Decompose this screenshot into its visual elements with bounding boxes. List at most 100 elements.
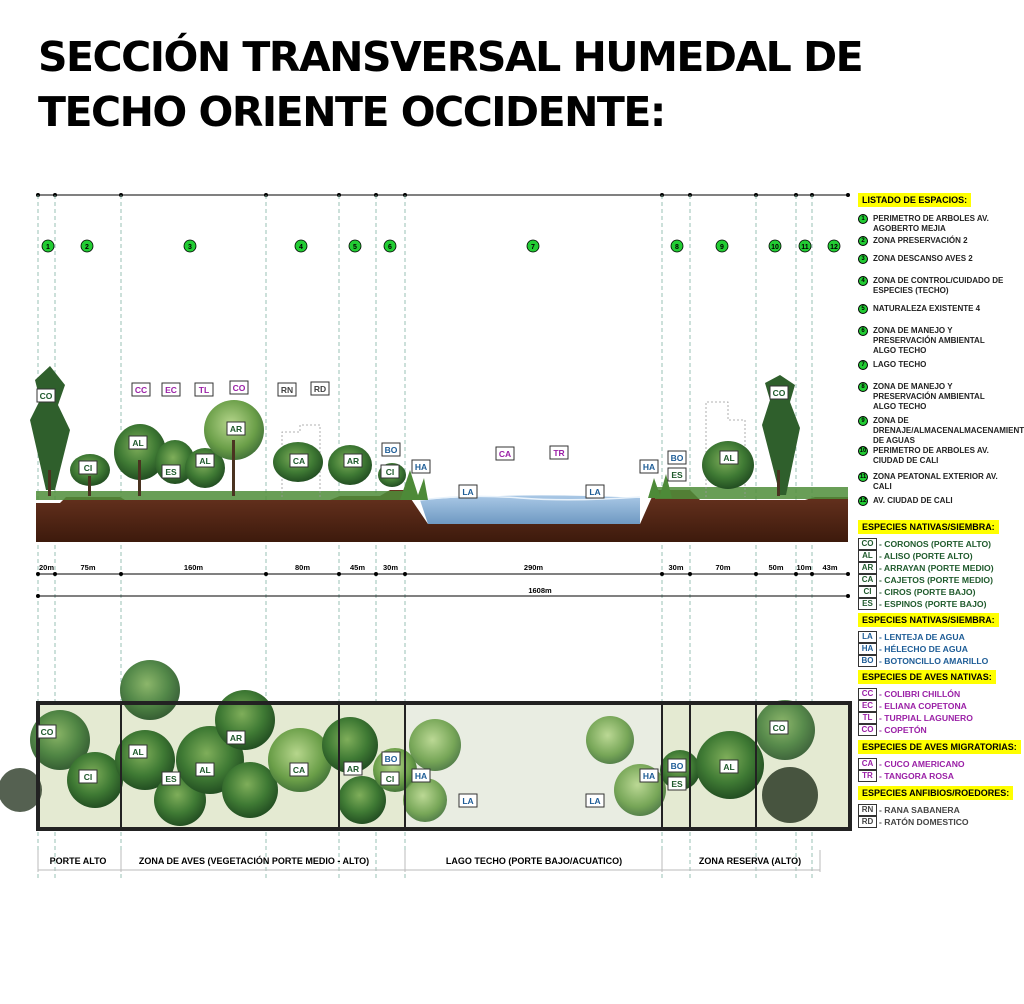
legend-species-item: AR- ARRAYAN (PORTE MEDIO) (858, 562, 1024, 574)
width-label: 20m (39, 563, 54, 572)
species-tag-text: CO (40, 391, 53, 401)
space-number-badge: 6 (858, 326, 868, 336)
width-dot (660, 572, 664, 576)
species-tag-ha_1: HA (411, 768, 431, 783)
species-code: LA (858, 631, 877, 643)
species-tag-ci_left: CI (78, 460, 98, 475)
species-name: - ARRAYAN (PORTE MEDIO) (879, 563, 994, 573)
species-tag-text: CO (773, 723, 786, 733)
species-name: - CIROS (PORTE BAJO) (879, 587, 976, 597)
width-label: 45m (350, 563, 365, 572)
species-tag-text: BO (671, 453, 684, 463)
species-code: CC (858, 688, 877, 700)
species-code: HA (858, 643, 877, 655)
species-code: CO (858, 538, 877, 550)
species-name: - TURPIAL LAGUNERO (879, 713, 973, 723)
species-name: - LENTEJA DE AGUA (879, 632, 965, 642)
legend-species-item: TL- TURPIAL LAGUNERO (858, 712, 1024, 724)
zone-marker-12: 12 (827, 239, 841, 253)
legend-species-item: CO- CORONOS (PORTE ALTO) (858, 538, 1024, 550)
top-dimension-line (36, 193, 850, 197)
species-tag-bo_1: BO (381, 442, 401, 457)
zone-marker-1: 1 (41, 239, 55, 253)
legend-spaces-header: LISTADO DE ESPACIOS: (858, 193, 972, 207)
species-tag-text: LA (462, 487, 473, 497)
legend-species-item: AL- ALISO (PORTE ALTO) (858, 550, 1024, 562)
legend-aquatic-header: ESPECIES NATIVAS/SIEMBRA: (858, 613, 999, 627)
width-dot (36, 572, 40, 576)
species-tag-es_2: ES (667, 776, 687, 791)
zone-marker-number: 1 (46, 244, 50, 251)
species-name: - TANGORA ROSA (879, 771, 954, 781)
plan-view (0, 660, 852, 831)
width-dot (688, 572, 692, 576)
species-tag-text: LA (589, 796, 600, 806)
space-number-badge: 5 (858, 304, 868, 314)
species-tag-al_3: AL (719, 450, 739, 465)
width-dot (337, 572, 341, 576)
species-code: CA (858, 574, 877, 586)
species-tag-tl: TL (194, 382, 214, 397)
width-dot (794, 572, 798, 576)
species-tag-bo_2: BO (667, 758, 687, 773)
species-tag-text: HA (643, 462, 655, 472)
species-tag-co_bird: CO (229, 380, 249, 395)
species-tag-text: AL (723, 762, 734, 772)
legend-space-item: 5 NATURALEZA EXISTENTE 4 (858, 304, 1024, 326)
legend-species-item: CI- CIROS (PORTE BAJO) (858, 586, 1024, 598)
species-code: BO (858, 655, 877, 667)
legend-species-item: TR- TANGORA ROSA (858, 770, 1024, 782)
species-tag-text: BO (671, 761, 684, 771)
zone-marker-11: 11 (798, 239, 812, 253)
species-tag-ci_2: CI (380, 771, 400, 786)
width-dot (53, 572, 57, 576)
species-tag-ar_1: AR (226, 730, 246, 745)
space-number-badge: 2 (858, 236, 868, 246)
species-name: - CORONOS (PORTE ALTO) (879, 539, 992, 549)
width-dot (119, 572, 123, 576)
space-name: NATURALEZA EXISTENTE 4 (873, 304, 981, 313)
width-label: 290m (524, 563, 544, 572)
space-number-badge: 7 (858, 360, 868, 370)
species-name: - BOTONCILLO AMARILLO (879, 656, 989, 666)
species-tag-text: LA (462, 796, 473, 806)
legend-species-item: BO- BOTONCILLO AMARILLO (858, 655, 1024, 667)
species-tag-text: TL (199, 385, 209, 395)
species-tag-text: RN (281, 385, 293, 395)
species-tag-text: BO (385, 445, 398, 455)
species-code: EC (858, 700, 877, 712)
zone-marker-number: 9 (720, 244, 724, 251)
total-dimension-line: 1608m (36, 586, 850, 598)
dimension-dot (846, 193, 850, 197)
species-tag-ar_1: AR (226, 421, 246, 436)
zone-marker-3: 3 (183, 239, 197, 253)
species-tag-ca: CA (289, 762, 309, 777)
species-tag-text: ES (165, 774, 177, 784)
legend-species-item: CA- CUCO AMERICANO (858, 758, 1024, 770)
species-code: TR (858, 770, 877, 782)
page-title: SECCIÓN TRANSVERSAL HUMEDAL DE TECHO ORI… (38, 33, 864, 136)
space-number-badge: 10 (858, 446, 868, 456)
zone-label-reserva: ZONA RESERVA (ALTO) (699, 856, 801, 866)
species-code: CA (858, 758, 877, 770)
legend-species-item: HA- HÉLECHO DE AGUA (858, 643, 1024, 655)
species-tag-es_1: ES (161, 464, 181, 479)
width-label: 10m (796, 563, 811, 572)
width-dot (403, 572, 407, 576)
zone-marker-number: 12 (830, 244, 838, 251)
species-tag-tr_bird: TR (549, 445, 569, 460)
zone-marker-6: 6 (383, 239, 397, 253)
zone-marker-7: 7 (526, 239, 540, 253)
species-tag-la_1: LA (458, 793, 478, 808)
width-label: 50m (768, 563, 783, 572)
zone-marker-10: 10 (768, 239, 782, 253)
legend-trees-list: CO- CORONOS (PORTE ALTO)AL- ALISO (PORTE… (858, 538, 1024, 610)
space-number-badge: 3 (858, 254, 868, 264)
width-label: 70m (715, 563, 730, 572)
width-dot (264, 572, 268, 576)
space-number-badge: 11 (858, 472, 868, 482)
species-name: - HÉLECHO DE AGUA (879, 644, 968, 654)
